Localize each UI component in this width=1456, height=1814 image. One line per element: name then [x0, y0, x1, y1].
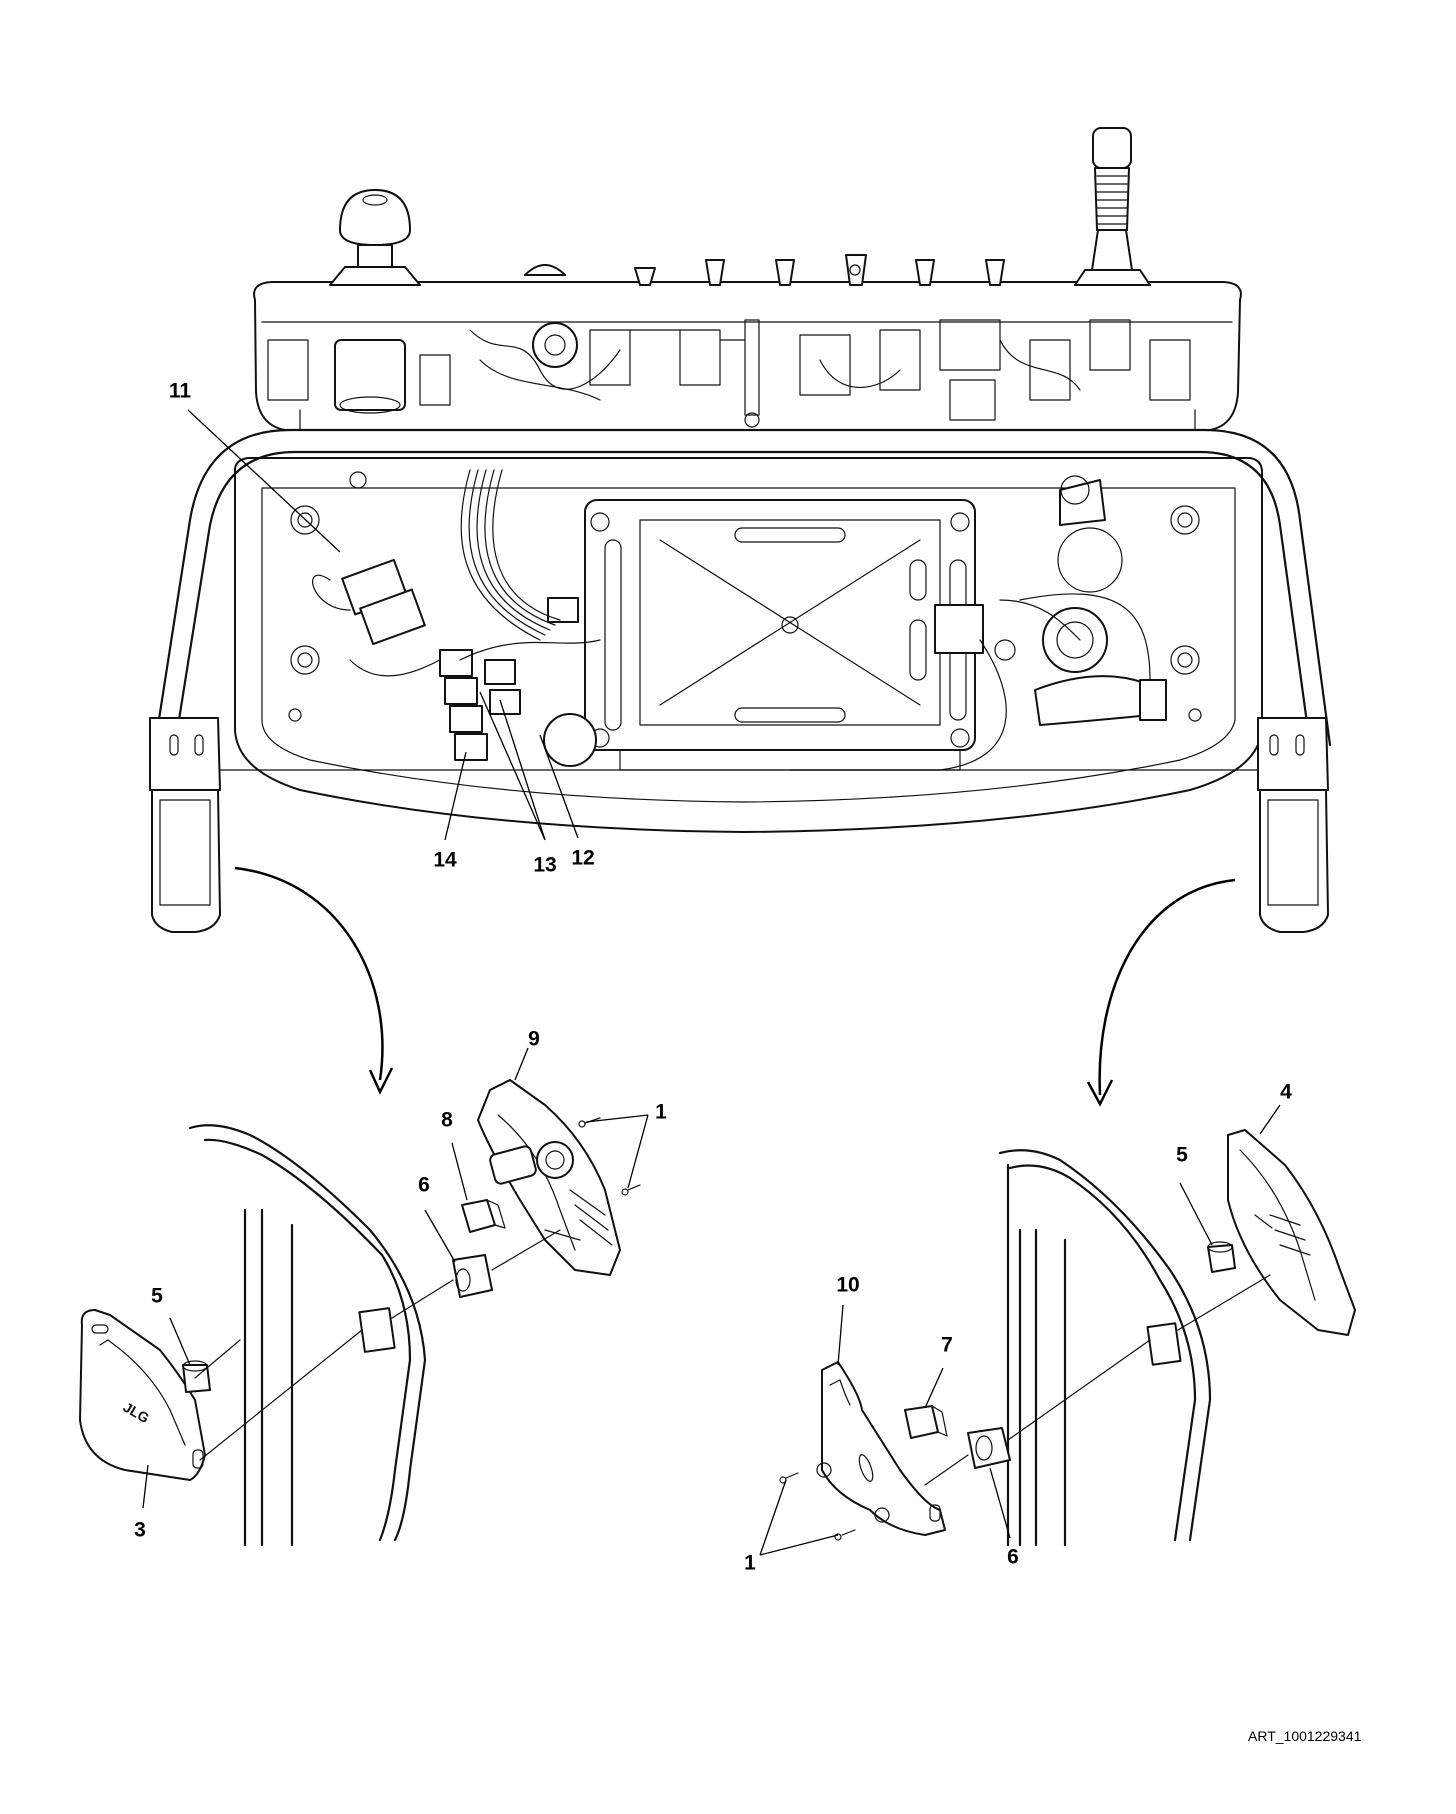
callout-4: 4: [1280, 1080, 1292, 1104]
curved-arrow-right: [1086, 878, 1236, 1107]
relay-bank: [341, 558, 597, 767]
callout-5-left: 5: [151, 1284, 163, 1308]
left-end-grip: [149, 717, 221, 933]
callout-9: 9: [528, 1027, 540, 1051]
control-module-plate: [584, 499, 976, 771]
left-spacer-block: [452, 1254, 493, 1298]
right-spacer-block: [967, 1427, 1011, 1469]
right-rail-section: [998, 1149, 1212, 1547]
callout-13: 13: [533, 853, 557, 877]
leader-lines: [142, 409, 1281, 1556]
right-joystick: [1074, 127, 1151, 286]
callout-10: 10: [836, 1273, 860, 1297]
callout-1-right: 1: [744, 1551, 756, 1575]
left-assembly-axis: [194, 1229, 561, 1461]
callout-3: 3: [134, 1518, 146, 1542]
callout-7: 7: [941, 1333, 953, 1357]
art-number: ART_1001229341: [1248, 1728, 1362, 1744]
round-connector: [934, 475, 1167, 726]
callout-6-left: 6: [418, 1173, 430, 1197]
left-end-cap: JLG: [79, 1309, 206, 1481]
right-spacer-small: [1207, 1241, 1236, 1273]
callout-14: 14: [433, 848, 457, 872]
control-console-assembly: [149, 127, 1332, 933]
right-end-grip: [1257, 717, 1329, 933]
right-switch: [904, 1405, 948, 1439]
left-joystick: [329, 189, 421, 286]
left-switch-bracket: [477, 1079, 621, 1276]
callout-5-right: 5: [1176, 1143, 1188, 1167]
right-switch-bracket: [816, 1361, 946, 1536]
left-switch: [461, 1199, 506, 1233]
curved-arrow-left: [234, 866, 394, 1095]
callout-1-left: 1: [655, 1100, 667, 1124]
callout-6-right: 6: [1007, 1545, 1019, 1569]
left-rail-section: [188, 1124, 427, 1547]
callout-8: 8: [441, 1108, 453, 1132]
callout-12: 12: [571, 846, 595, 870]
wire-harness: [312, 469, 1151, 771]
console-internal-components: [267, 319, 1191, 428]
switch-knobs: [524, 254, 1005, 286]
right-end-cap: [1227, 1129, 1356, 1336]
right-assembly-axis: [924, 1274, 1271, 1486]
mounting-holes: [288, 471, 1202, 722]
callout-11: 11: [168, 379, 192, 403]
